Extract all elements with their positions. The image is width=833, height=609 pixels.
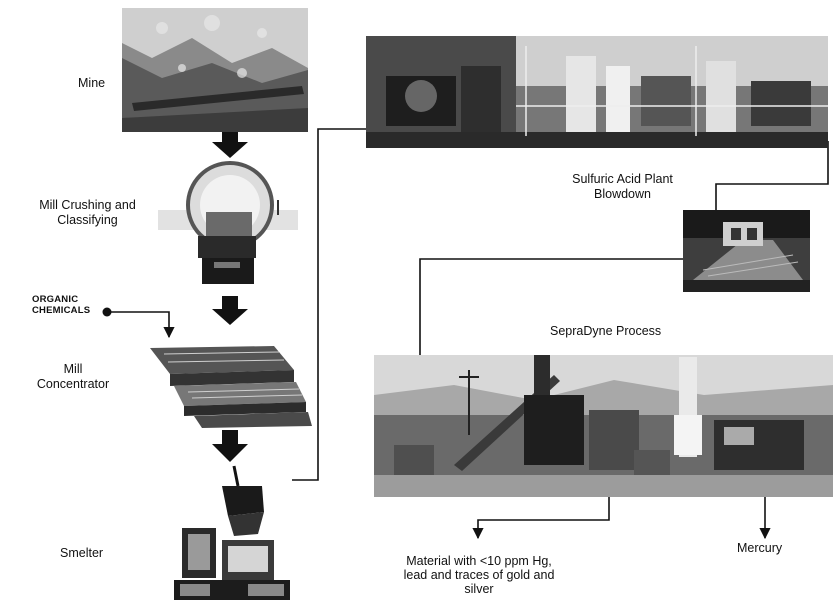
output-material-label: Material with <10 ppm Hg, lead and trace… xyxy=(395,554,563,596)
mine-label: Mine xyxy=(78,76,105,91)
block-arrow-concentrator-to-smelter xyxy=(212,430,248,462)
acid-plant-to-blowdown-line xyxy=(716,141,828,210)
mill-concentrator-photo xyxy=(144,340,314,430)
block-arrow-mine-to-mill xyxy=(212,128,248,158)
organic-chemicals-feed-line xyxy=(103,308,170,338)
sepradyne-label: SepraDyne Process xyxy=(550,324,661,339)
blowdown-photo xyxy=(683,210,810,292)
organic-chemicals-label: ORGANIC CHEMICALS xyxy=(32,294,100,316)
block-arrow-mill-to-concentrator xyxy=(212,296,248,325)
sulfuric-acid-plant-photo xyxy=(366,36,828,148)
sepradyne-to-material-arrow xyxy=(478,496,609,538)
smelter-label: Smelter xyxy=(60,546,103,561)
mine-photo xyxy=(122,8,308,132)
output-mercury-label: Mercury xyxy=(737,541,782,556)
mill-concentrator-label: Mill Concentrator xyxy=(28,362,118,392)
sulfuric-acid-plant-label: Sulfuric Acid Plant Blowdown xyxy=(560,172,685,202)
blowdown-to-sepradyne-line xyxy=(420,259,683,360)
smelter-photo xyxy=(172,464,292,602)
mill-crushing-label: Mill Crushing and Classifying xyxy=(20,198,155,228)
sepradyne-photo xyxy=(374,355,833,497)
mill-crushing-photo xyxy=(158,160,298,288)
